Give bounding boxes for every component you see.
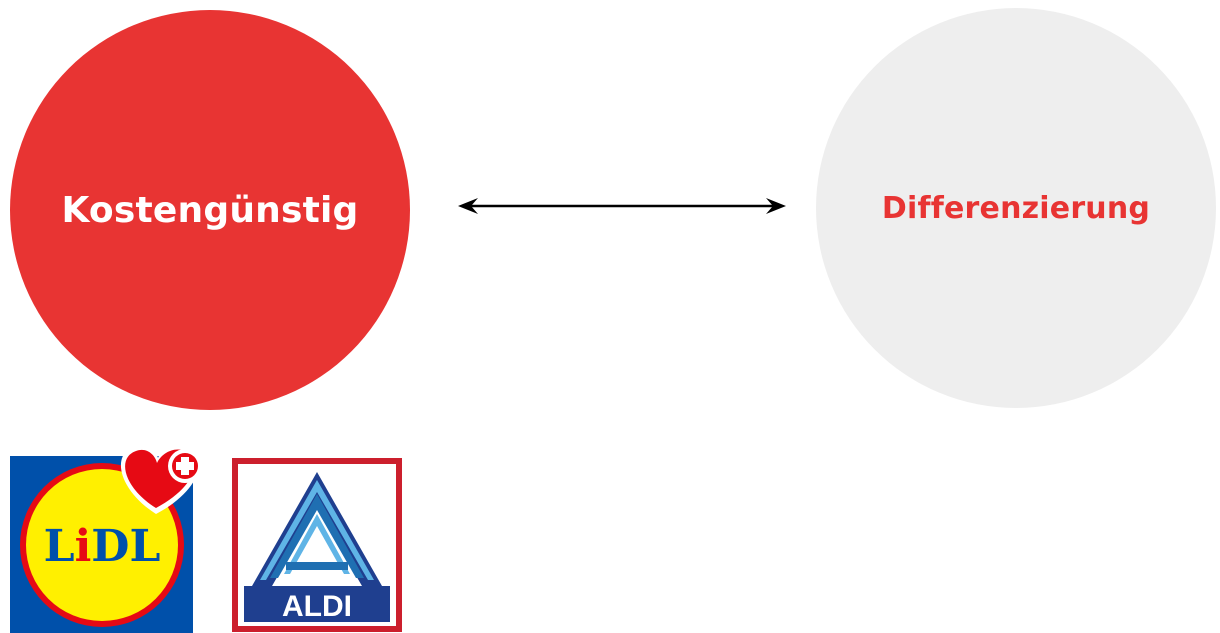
svg-text:LiDL: LiDL (44, 521, 161, 572)
differentiation-label: Differenzierung (881, 190, 1151, 226)
cost-leadership-node: Kostengünstig (10, 10, 410, 410)
differentiation-node: Differenzierung (816, 8, 1216, 408)
aldi-logo: ALDI (232, 458, 402, 632)
lidl-logo: LiDL (10, 443, 202, 633)
cost-leadership-label: Kostengünstig (61, 189, 359, 231)
double-headed-arrow (458, 198, 786, 214)
svg-text:ALDI: ALDI (282, 590, 352, 623)
